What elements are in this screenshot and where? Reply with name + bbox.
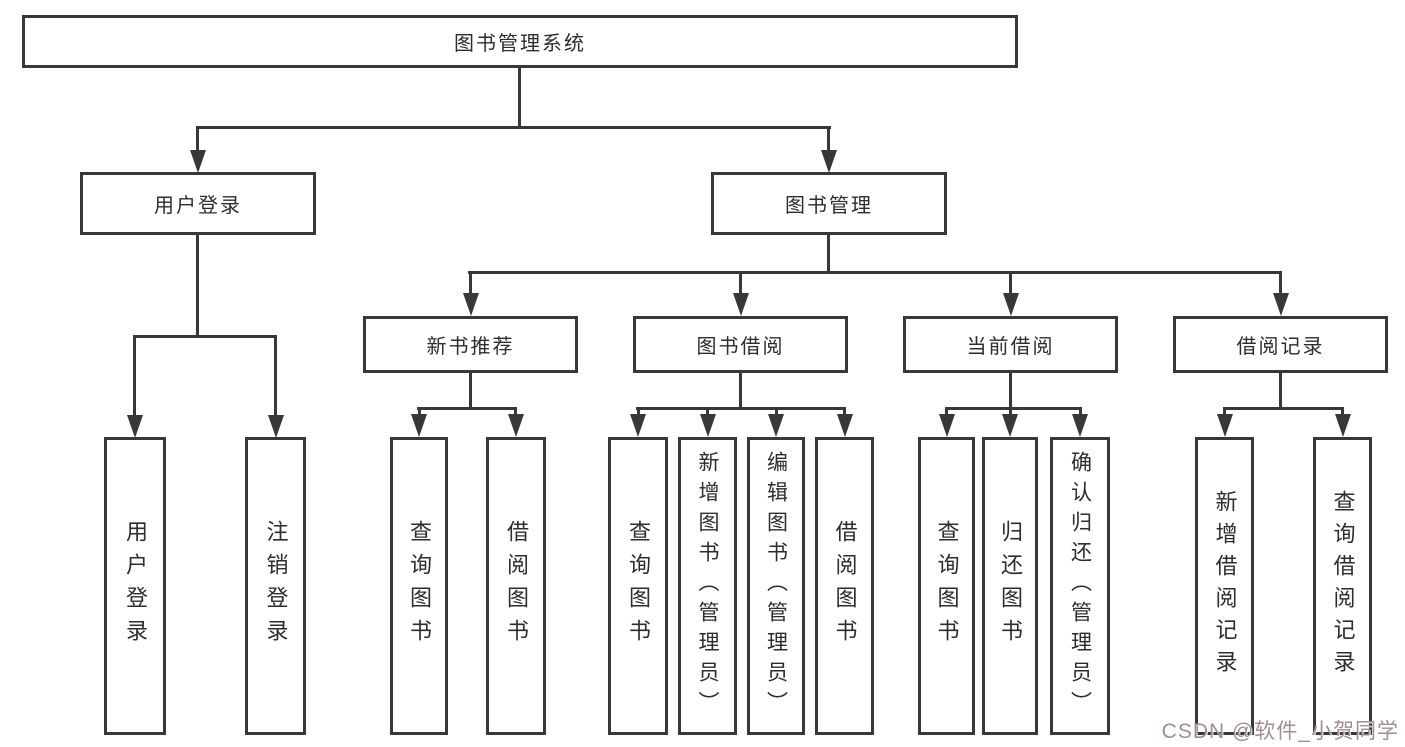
arrowhead-down-icon xyxy=(1002,414,1018,437)
connector-line xyxy=(196,126,831,129)
connector-line xyxy=(417,407,517,410)
node-borrow-records-label: 借阅记录 xyxy=(1236,336,1325,358)
watermark-text: CSDN @软件_小贺同学 xyxy=(1161,720,1399,743)
arrowhead-down-icon xyxy=(1003,293,1019,316)
connector-line xyxy=(1279,373,1282,409)
leaf-borrow-add-books-admin: 新增图书（管理员） xyxy=(678,437,737,735)
connector-line xyxy=(706,407,709,417)
arrowhead-down-icon xyxy=(733,293,749,316)
connector-line xyxy=(775,407,778,417)
leaf-records-query-record-label: 查询借阅记录 xyxy=(1330,490,1356,682)
leaf-rec-borrow-books: 借阅图书 xyxy=(486,437,546,735)
node-user-login: 用户登录 xyxy=(80,172,316,235)
leaf-rec-query-books-label: 查询图书 xyxy=(407,520,432,652)
node-borrow-records: 借阅记录 xyxy=(1173,316,1388,373)
node-user-login-label: 用户登录 xyxy=(154,195,242,217)
connector-line xyxy=(1009,407,1012,417)
connector-line xyxy=(1009,271,1012,297)
node-root-label: 图书管理系统 xyxy=(454,33,586,55)
leaf-borrow-add-books-admin-label: 新增图书（管理员） xyxy=(696,451,719,721)
leaf-user-login: 用户登录 xyxy=(104,437,166,735)
node-book-borrow: 图书借阅 xyxy=(633,316,848,373)
arrowhead-down-icon xyxy=(127,415,143,438)
connector-line xyxy=(945,407,948,417)
node-book-management: 图书管理 xyxy=(711,172,947,235)
arrowhead-down-icon xyxy=(508,414,524,437)
connector-line xyxy=(1223,407,1344,410)
arrowhead-down-icon xyxy=(837,414,853,437)
connector-line xyxy=(1223,407,1226,417)
leaf-records-query-record: 查询借阅记录 xyxy=(1313,437,1372,735)
node-book-management-label: 图书管理 xyxy=(785,195,873,217)
arrowhead-down-icon xyxy=(1273,293,1289,316)
leaf-records-add-record: 新增借阅记录 xyxy=(1195,437,1254,735)
connector-line xyxy=(637,407,640,417)
connector-line xyxy=(1009,373,1012,409)
leaf-current-query-books: 查询图书 xyxy=(918,437,975,735)
arrowhead-down-icon xyxy=(1217,414,1233,437)
leaf-current-confirm-return-admin-label: 确认归还（管理员） xyxy=(1068,451,1092,721)
leaf-borrow-edit-books-admin-label: 编辑图书（管理员） xyxy=(764,451,788,721)
node-new-book-recommend-label: 新书推荐 xyxy=(426,336,515,358)
connector-line xyxy=(133,335,136,418)
connector-line xyxy=(1341,407,1344,417)
arrowhead-down-icon xyxy=(630,414,646,437)
leaf-rec-query-books: 查询图书 xyxy=(390,437,448,735)
arrowhead-down-icon xyxy=(463,293,479,316)
leaf-user-login-label: 用户登录 xyxy=(123,520,148,652)
connector-line xyxy=(945,407,1082,410)
node-current-borrow: 当前借阅 xyxy=(903,316,1118,373)
connector-line xyxy=(827,235,830,273)
node-new-book-recommend: 新书推荐 xyxy=(363,316,578,373)
connector-line xyxy=(196,126,199,152)
connector-line xyxy=(133,335,277,338)
node-root: 图书管理系统 xyxy=(22,15,1018,68)
arrowhead-down-icon xyxy=(939,414,955,437)
connector-line xyxy=(514,407,517,417)
leaf-current-confirm-return-admin: 确认归还（管理员） xyxy=(1050,437,1110,735)
arrowhead-down-icon xyxy=(700,414,716,437)
arrowhead-down-icon xyxy=(190,150,206,173)
leaf-borrow-edit-books-admin: 编辑图书（管理员） xyxy=(747,437,805,735)
leaf-current-return-books: 归还图书 xyxy=(982,437,1038,735)
connector-line xyxy=(1279,271,1282,297)
leaf-rec-borrow-books-label: 借阅图书 xyxy=(504,520,529,652)
leaf-borrow-borrow-books-label: 借阅图书 xyxy=(832,520,858,652)
arrowhead-down-icon xyxy=(1072,414,1088,437)
connector-line xyxy=(1079,407,1082,417)
arrowhead-down-icon xyxy=(268,415,284,438)
leaf-logout-label: 注销登录 xyxy=(263,520,289,652)
connector-line xyxy=(636,407,846,410)
connector-line xyxy=(196,235,199,337)
node-book-borrow-label: 图书借阅 xyxy=(696,336,785,358)
connector-line xyxy=(274,335,277,418)
arrowhead-down-icon xyxy=(821,150,837,173)
arrowhead-down-icon xyxy=(411,414,427,437)
connector-line xyxy=(739,373,742,409)
connector-line xyxy=(468,271,1282,274)
leaf-logout: 注销登录 xyxy=(245,437,306,735)
leaf-borrow-borrow-books: 借阅图书 xyxy=(815,437,874,735)
connector-line xyxy=(469,271,472,297)
connector-line xyxy=(469,373,472,409)
leaf-borrow-query-books: 查询图书 xyxy=(608,437,668,735)
connector-line xyxy=(518,67,521,128)
connector-line xyxy=(843,407,846,417)
connector-line xyxy=(739,271,742,297)
connector-line xyxy=(827,126,830,152)
connector-line xyxy=(418,407,421,417)
leaf-current-query-books-label: 查询图书 xyxy=(934,520,960,652)
leaf-records-add-record-label: 新增借阅记录 xyxy=(1212,490,1238,682)
node-current-borrow-label: 当前借阅 xyxy=(966,336,1055,358)
leaf-borrow-query-books-label: 查询图书 xyxy=(626,520,651,652)
arrowhead-down-icon xyxy=(768,414,784,437)
arrowhead-down-icon xyxy=(1335,414,1351,437)
leaf-current-return-books-label: 归还图书 xyxy=(998,520,1023,652)
